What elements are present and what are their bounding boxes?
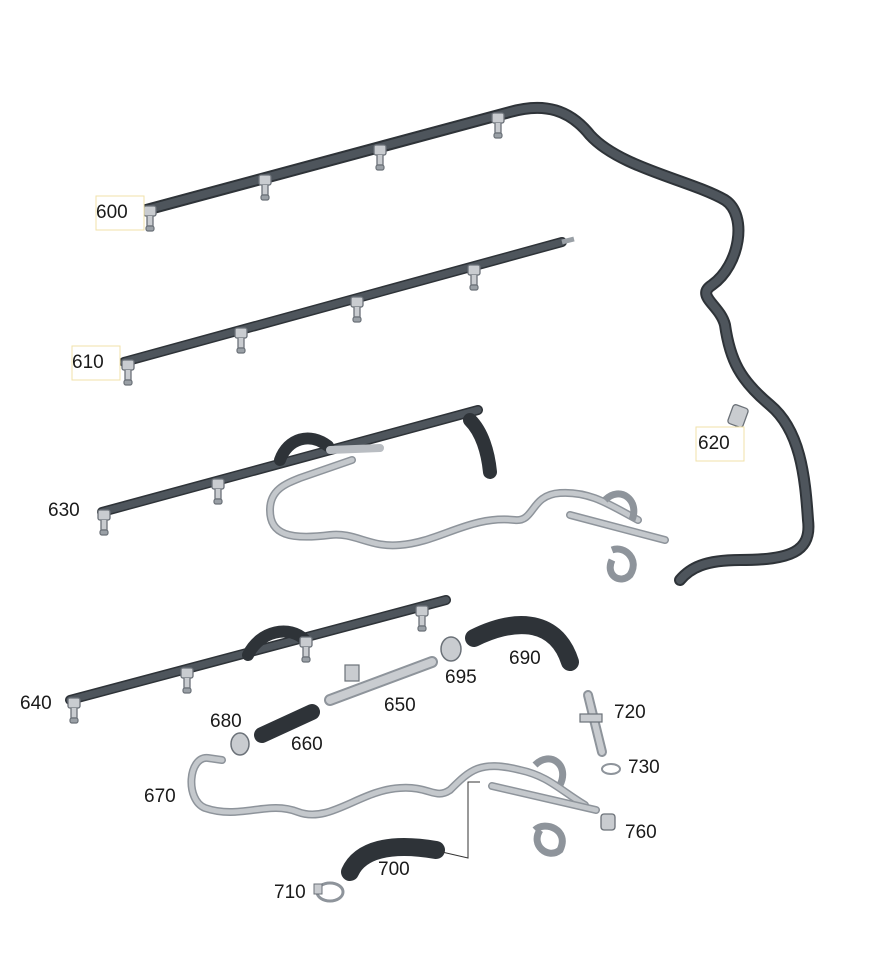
injector-port-icon	[491, 112, 505, 139]
clamp-760	[600, 813, 616, 831]
connector-650	[324, 656, 438, 706]
callout-680: 680	[210, 711, 242, 732]
callout-630: 630	[48, 500, 80, 521]
callout-620: 620	[698, 433, 730, 454]
injector-port-icon	[97, 509, 111, 536]
leader-line-700	[441, 781, 480, 859]
callout-610: 610	[72, 352, 104, 373]
fuel-rail-600	[140, 101, 815, 586]
injector-port-icon	[373, 144, 387, 171]
fitting-720	[579, 690, 607, 757]
hose-700	[341, 837, 445, 881]
hose-660	[254, 704, 320, 743]
callout-600: 600	[96, 202, 128, 223]
hose-690	[465, 616, 579, 671]
clamp-695	[440, 636, 462, 662]
callout-760: 760	[625, 822, 657, 843]
injector-port-icon	[180, 667, 194, 694]
callout-660: 660	[291, 734, 323, 755]
injector-port-icon	[143, 205, 157, 232]
callout-650: 650	[384, 695, 416, 716]
callout-730: 730	[628, 757, 660, 778]
injector-port-icon	[234, 327, 248, 354]
callout-700: 700	[378, 859, 410, 880]
callout-highlight-600	[95, 195, 145, 231]
injector-port-icon	[467, 264, 481, 291]
fuel-rail-610	[119, 236, 575, 386]
callout-highlight-610	[71, 345, 121, 381]
callout-670: 670	[144, 786, 176, 807]
fuel-line-670	[187, 754, 600, 857]
callout-highlight-620	[695, 426, 745, 462]
callout-720: 720	[614, 702, 646, 723]
fuel-rail-630	[97, 405, 669, 583]
callout-710: 710	[274, 882, 306, 903]
injector-port-icon	[67, 697, 81, 724]
injector-port-icon	[415, 605, 429, 632]
injector-port-icon	[121, 359, 135, 386]
injector-port-icon	[211, 478, 225, 505]
clamp-620	[727, 404, 749, 428]
injector-port-icon	[299, 636, 313, 663]
fuel-rail-640	[65, 595, 451, 724]
callout-690: 690	[509, 648, 541, 669]
o-ring-730	[601, 763, 621, 775]
callout-695: 695	[445, 667, 477, 688]
injector-port-icon	[350, 296, 364, 323]
clamp-710	[313, 881, 345, 903]
callout-640: 640	[20, 693, 52, 714]
clamp-680	[230, 732, 250, 756]
injector-port-icon	[258, 174, 272, 201]
